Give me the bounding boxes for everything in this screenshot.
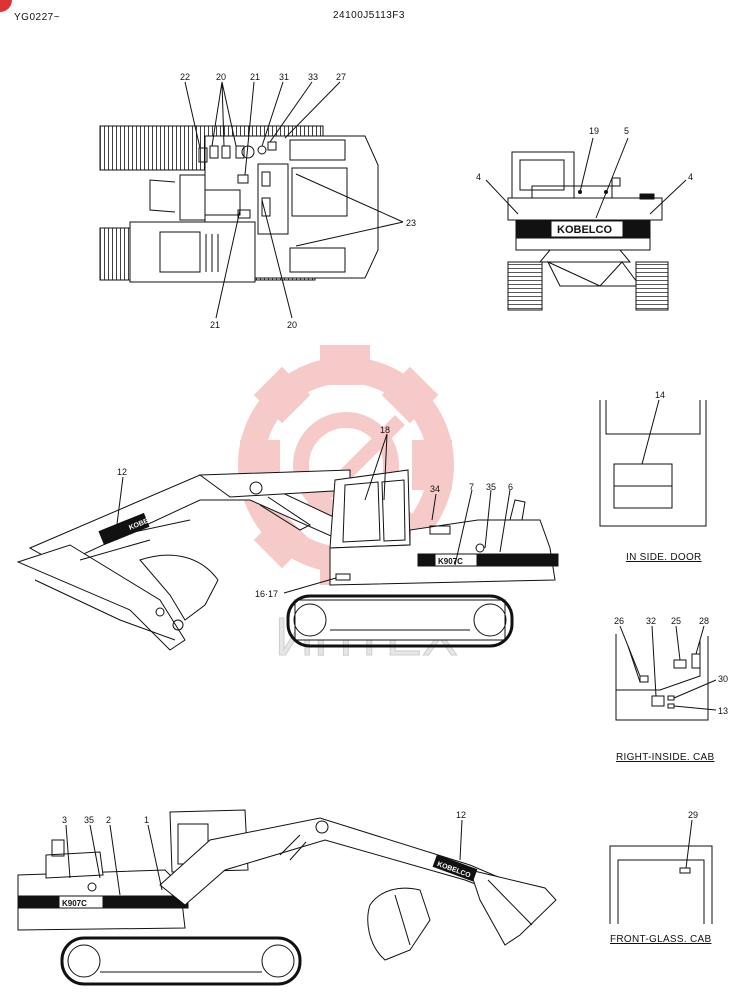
callout: 16·17 (255, 589, 278, 599)
callout: 34 (430, 484, 440, 494)
right-inside-cab-callouts: 26 32 25 28 30 13 (614, 616, 728, 716)
callout: 27 (336, 72, 346, 82)
callout: 30 (718, 674, 728, 684)
callout: 32 (646, 616, 656, 626)
part-number-label: 24100J5113F3 (333, 10, 405, 21)
callout: 35 (84, 815, 94, 825)
model-range-label: YG0227~ (14, 12, 61, 23)
callout: 21 (250, 72, 260, 82)
top-view-callouts: 22 20 21 31 33 27 23 21 20 (180, 72, 416, 330)
callout: 29 (688, 810, 698, 820)
callout: 26 (614, 616, 624, 626)
callout: 25 (671, 616, 681, 626)
callout: 2 (106, 815, 111, 825)
callout: 28 (699, 616, 709, 626)
callout: 33 (308, 72, 318, 82)
rear-view-drawing (485, 137, 687, 311)
callout: 12 (456, 810, 466, 820)
callout: 23 (406, 218, 416, 228)
corner-mark (0, 0, 12, 12)
callout: 19 (589, 126, 599, 136)
callout: 12 (117, 467, 127, 477)
caption-right-inside-cab: RIGHT-INSIDE. CAB (616, 752, 715, 763)
callout: 4 (476, 172, 481, 182)
callout: 14 (655, 390, 665, 400)
callout: 6 (508, 482, 513, 492)
callout: 20 (287, 320, 297, 330)
caption-front-glass-cab: FRONT-GLASS. CAB (610, 934, 712, 945)
side-view-drawing (16, 433, 559, 651)
callout: 7 (469, 482, 474, 492)
top-view-drawing (99, 81, 404, 319)
bottom-model-badge: K907C (62, 899, 87, 908)
inside-door-drawing (599, 399, 707, 527)
side-model-badge: K907C (438, 557, 463, 566)
callout: 1 (144, 815, 149, 825)
front-glass-cab-drawing (609, 819, 713, 924)
rear-view-callouts: 19 5 4 4 (476, 126, 693, 182)
callout: 20 (216, 72, 226, 82)
rear-brand-logo: KOBELCO (557, 224, 612, 236)
bottom-view-drawing (17, 809, 557, 986)
callout: 31 (279, 72, 289, 82)
bottom-view-callouts: 3 35 2 1 12 (62, 810, 466, 825)
callout: 21 (210, 320, 220, 330)
side-view-callouts: 18 12 34 7 35 6 16·17 (117, 425, 513, 599)
caption-inside-door: IN SIDE. DOOR (626, 552, 702, 563)
callout: 18 (380, 425, 390, 435)
right-inside-cab-drawing (615, 625, 717, 721)
callout: 13 (718, 706, 728, 716)
callout: 4 (688, 172, 693, 182)
callout: 35 (486, 482, 496, 492)
callout: 5 (624, 126, 629, 136)
callout: 22 (180, 72, 190, 82)
callout: 3 (62, 815, 67, 825)
